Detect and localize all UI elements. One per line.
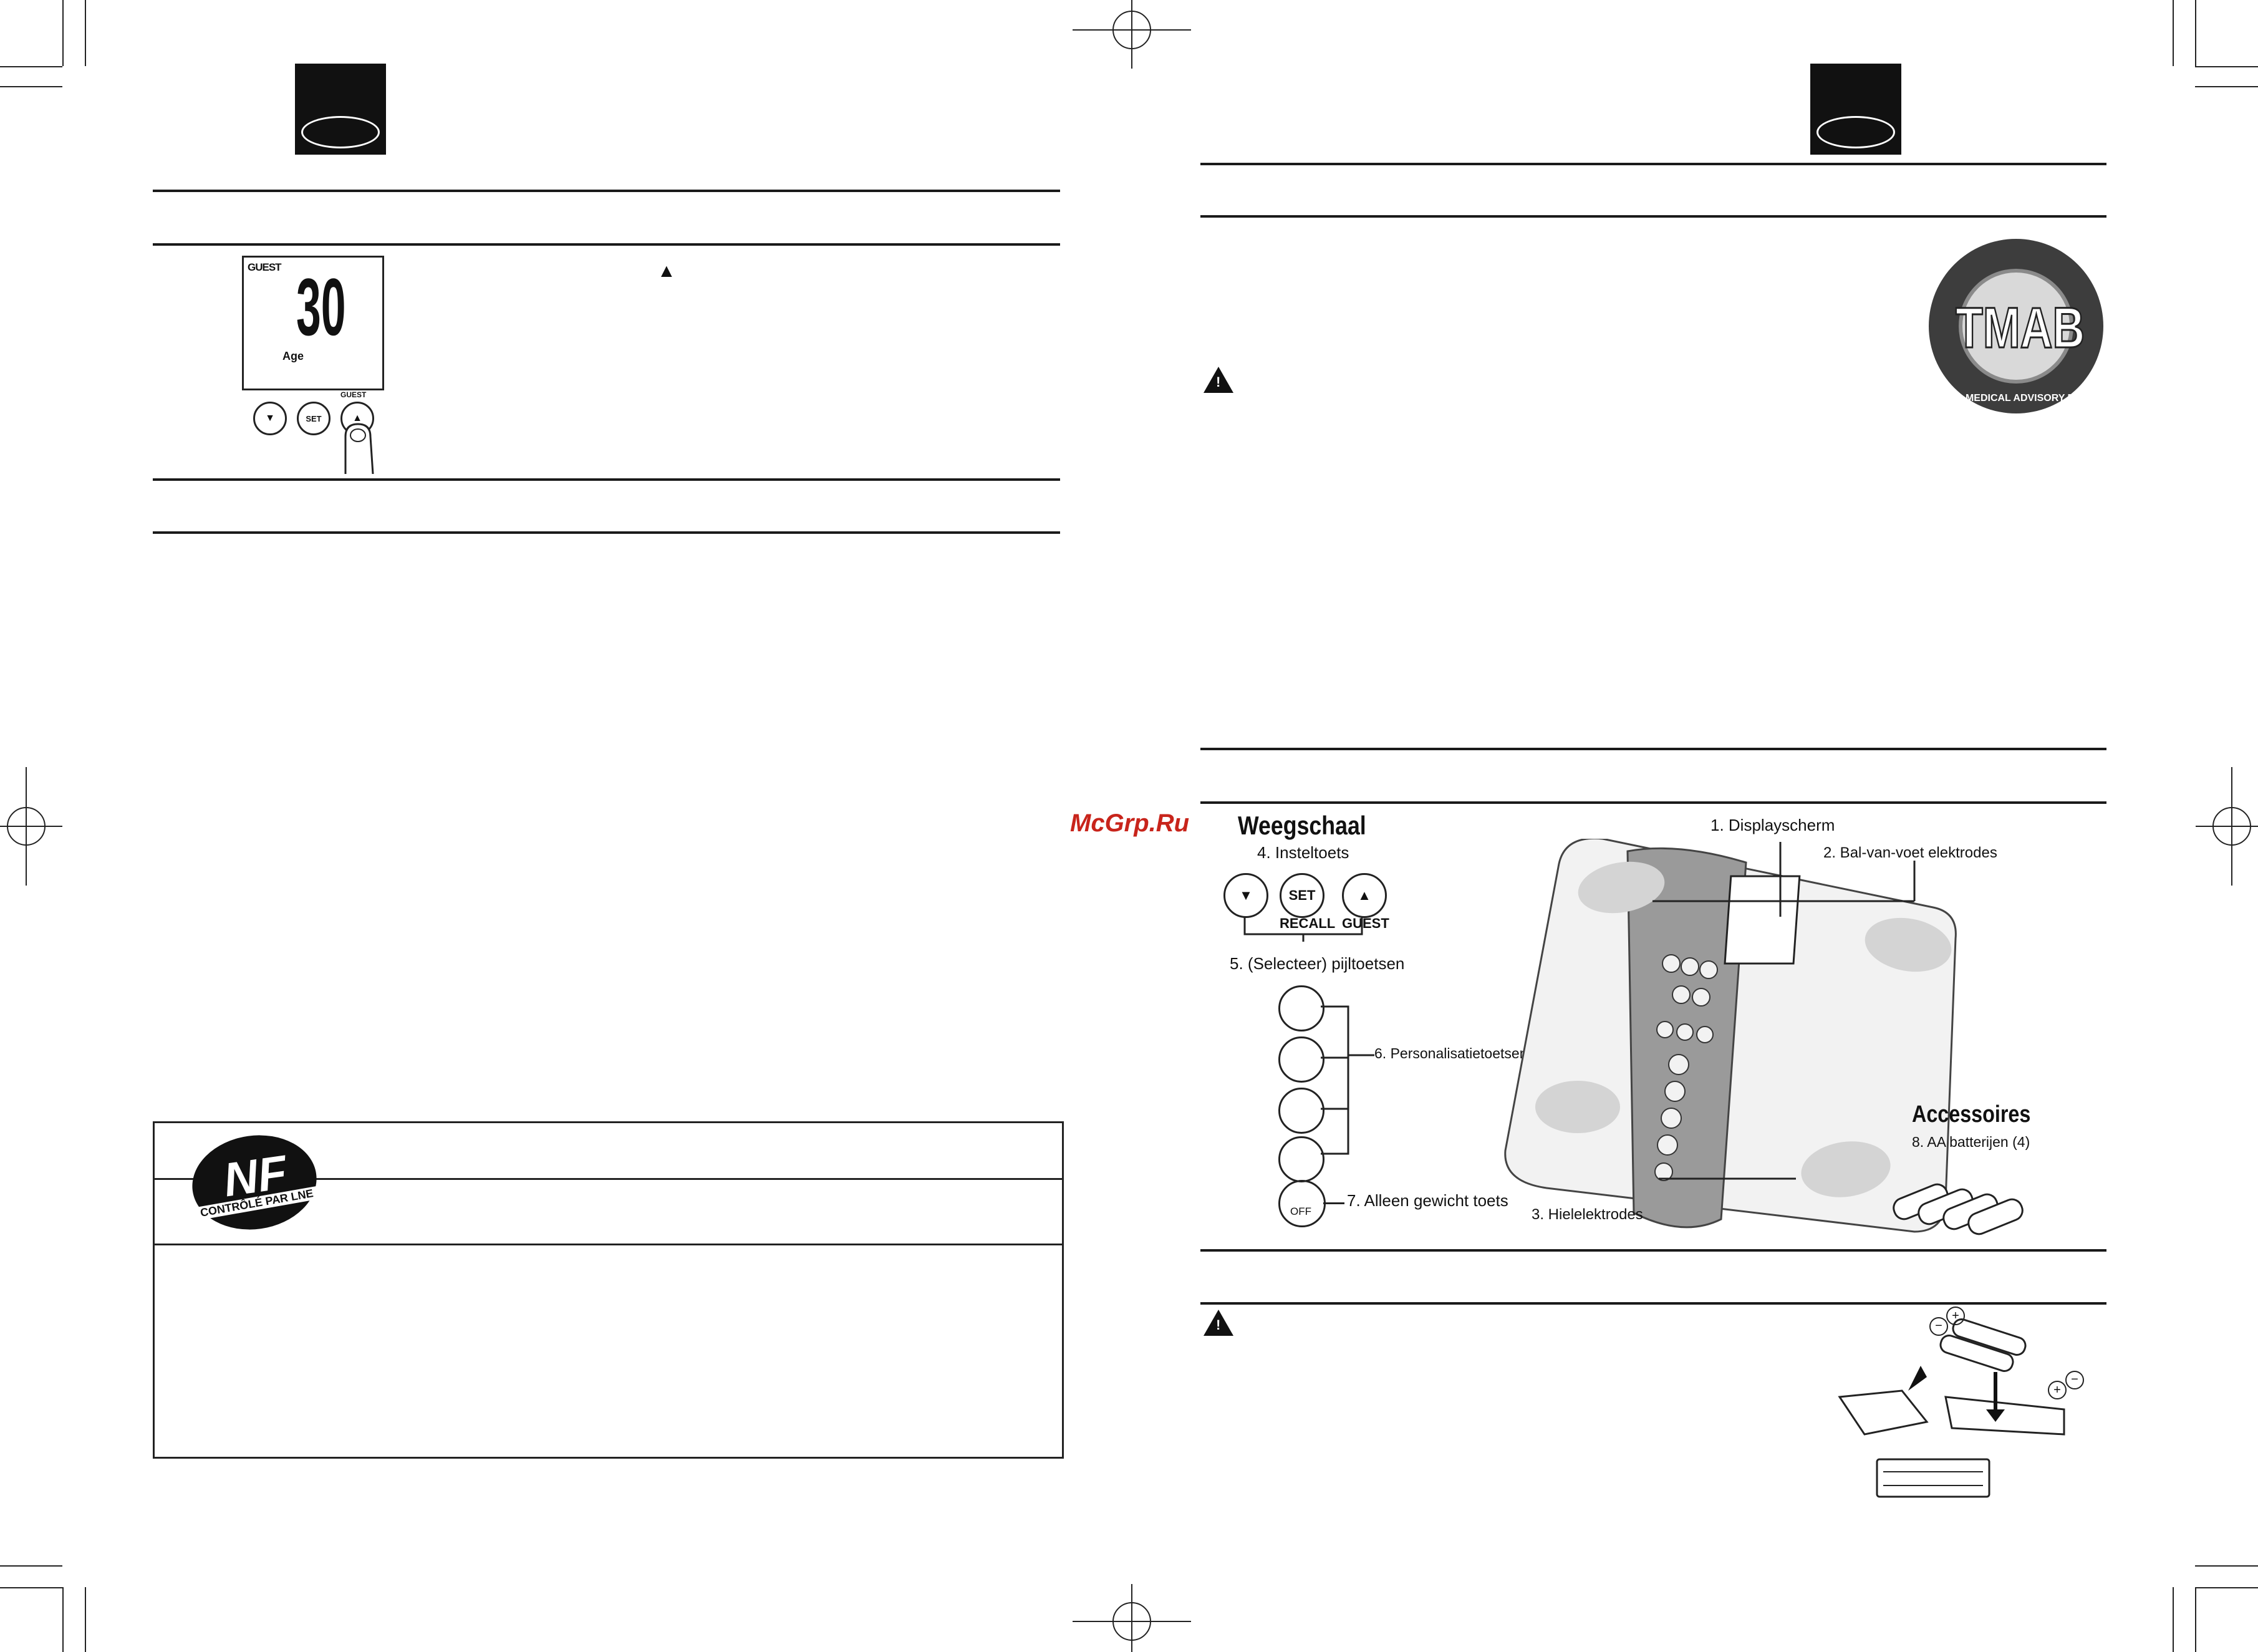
scale-up-button[interactable]: ▲ — [1342, 873, 1387, 918]
scale-set-button[interactable]: SET — [1280, 873, 1324, 918]
label-alleen-gewicht: 7. Alleen gewicht toets — [1347, 1191, 1508, 1210]
tmab-seal-ring-text: TANITA MEDICAL ADVISORY BOARD — [1928, 393, 2105, 403]
warning-icon: ! — [1204, 1310, 1233, 1336]
accessoires-title: Accessoires — [1912, 1101, 2031, 1128]
label-personalisatie: 6. Personalisatietoetsen — [1374, 1045, 1528, 1061]
nf-logo: NF — [186, 1127, 323, 1238]
scale-down-button[interactable]: ▼ — [1223, 873, 1268, 918]
nf-certification-box: NF CONTRÔLÉ PAR LNE — [153, 1121, 1064, 1459]
down-arrow-button[interactable]: ▼ — [253, 402, 287, 435]
registration-mark-top — [1073, 0, 1191, 69]
divider — [153, 190, 1060, 192]
minus-symbol: − — [2065, 1371, 2084, 1389]
personal-button-2[interactable] — [1278, 1036, 1324, 1083]
tmab-seal-graphic — [1929, 239, 2103, 413]
divider — [1200, 163, 2106, 165]
guest-label: GUEST — [1342, 915, 1389, 931]
label-displayscherm: 1. Displayscherm — [1710, 816, 1835, 834]
scale-platform-graphic — [1504, 839, 1957, 1233]
label-pijltoetsen: 5. (Selecteer) pijltoetsen — [1230, 954, 1405, 973]
warning-icon: ! — [1204, 367, 1233, 393]
divider — [153, 531, 1060, 534]
lcd-display: GUEST 30 Age — [242, 256, 384, 390]
divider — [1200, 801, 2106, 804]
off-label: OFF — [1290, 1205, 1311, 1217]
weegschaal-title: Weegschaal — [1238, 811, 1366, 840]
registration-mark-bottom — [1073, 1584, 1191, 1652]
bracket-arrows — [1243, 917, 1363, 942]
divider — [153, 243, 1060, 246]
watermark: McGrp.Ru — [1070, 809, 1190, 837]
guest-button-label: GUEST — [340, 390, 367, 399]
set-button[interactable]: SET — [297, 402, 330, 435]
lcd-age-label: Age — [282, 350, 304, 362]
language-tab-left — [295, 64, 386, 155]
divider — [1200, 748, 2106, 750]
callout-lines — [1652, 842, 1916, 1180]
registration-mark-right — [2196, 767, 2258, 886]
weight-only-button[interactable]: OFF — [1278, 1180, 1326, 1227]
personal-button-4[interactable] — [1278, 1136, 1324, 1182]
tmab-seal-center: TMAB — [1955, 296, 2086, 361]
registration-mark-left — [0, 767, 62, 886]
divider — [1200, 215, 2106, 218]
personal-button-3[interactable] — [1278, 1088, 1324, 1134]
plus-symbol: + — [1946, 1307, 1965, 1325]
battery-compartment-illustration — [1838, 1318, 2065, 1498]
label-bal-van-voet: 2. Bal-van-voet elektrodes — [1823, 844, 1997, 861]
up-arrow-symbol: ▲ — [657, 261, 676, 281]
lcd-age-value: 30 — [296, 261, 346, 352]
recall-label: RECALL — [1280, 915, 1336, 931]
language-tab-right — [1810, 64, 1901, 155]
personal-button-1[interactable] — [1278, 985, 1324, 1031]
divider — [153, 478, 1060, 481]
battery-install-graphic: + − − + — [1827, 1303, 2089, 1503]
aa-batteries-graphic — [1893, 1183, 2024, 1235]
personal-bracket — [1321, 1005, 1374, 1155]
label-hielelektrodes: 3. Hielelektrodes — [1532, 1206, 1643, 1223]
divider — [1200, 1302, 2106, 1305]
accessoires-item: 8. AA batterijen (4) — [1912, 1134, 2030, 1150]
lcd-guest-label: GUEST — [248, 261, 282, 273]
label-insteltoets: 4. Insteltoets — [1257, 843, 1349, 862]
minus-symbol: − — [1929, 1317, 1948, 1336]
finger-icon — [344, 423, 374, 474]
divider — [1200, 1249, 2106, 1252]
tmab-seal: TMAB TANITA MEDICAL ADVISORY BOARD — [1926, 236, 2106, 417]
plus-symbol: + — [2048, 1381, 2067, 1399]
